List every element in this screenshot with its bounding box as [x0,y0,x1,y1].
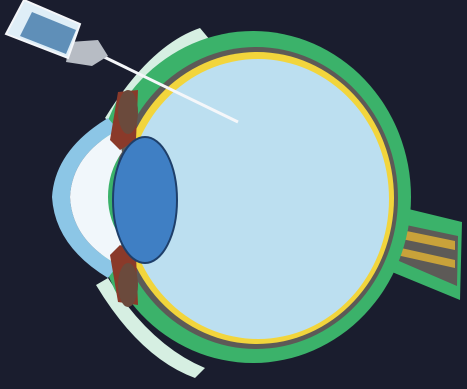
ciliary-body-upper [118,90,138,134]
lens [113,137,177,263]
ciliary-body-lower [118,263,138,307]
